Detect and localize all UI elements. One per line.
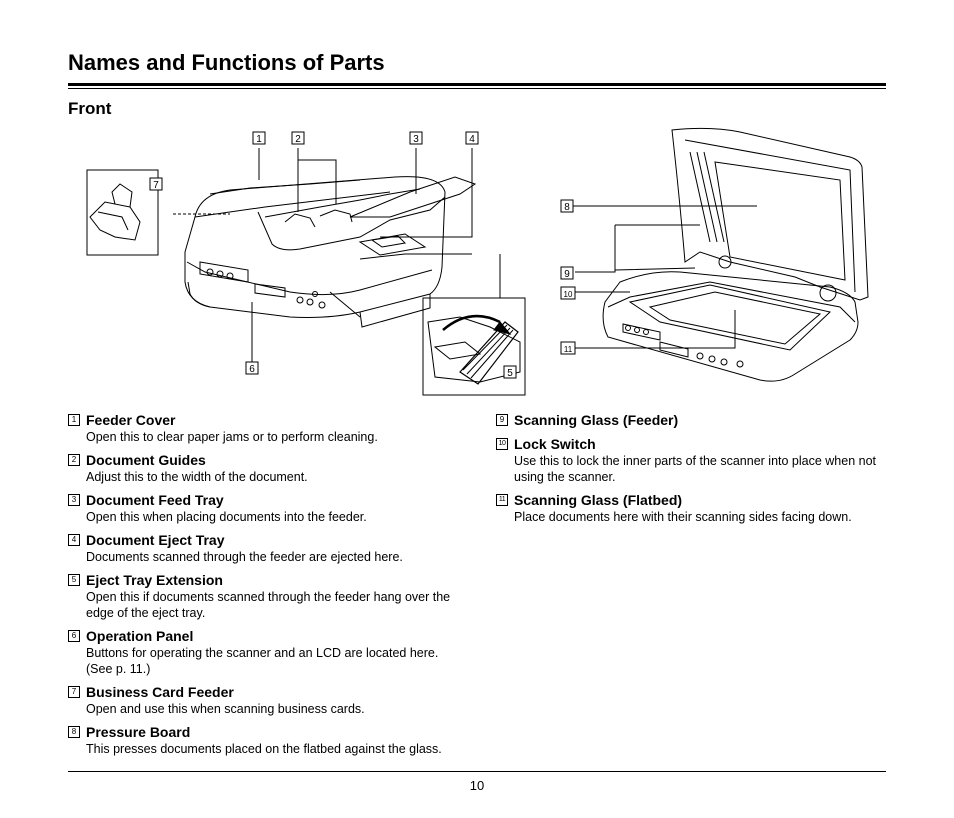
part-number: 8 bbox=[68, 725, 80, 738]
svg-text:2: 2 bbox=[295, 134, 301, 145]
title-rule-thin bbox=[68, 88, 886, 89]
callout-10: 10 bbox=[560, 286, 576, 300]
svg-text:11: 11 bbox=[564, 345, 573, 354]
callout-2: 2 bbox=[291, 131, 305, 145]
callout-4: 4 bbox=[465, 131, 479, 145]
page-title: Names and Functions of Parts bbox=[68, 50, 385, 75]
part-number: 5 bbox=[68, 573, 80, 586]
part-title: Document Guides bbox=[86, 451, 206, 468]
part-number: 11 bbox=[496, 493, 508, 506]
svg-text:1: 1 bbox=[256, 134, 262, 145]
callout-1: 1 bbox=[252, 131, 266, 145]
inset-business-card-feeder bbox=[86, 169, 159, 256]
part-number: 6 bbox=[68, 629, 80, 642]
svg-text:8: 8 bbox=[564, 202, 570, 213]
part-item-7: 7 Business Card Feeder Open and use this … bbox=[68, 682, 468, 717]
part-item-10: 10 Lock Switch Use this to lock the inner… bbox=[496, 434, 888, 485]
part-title: Lock Switch bbox=[514, 435, 596, 452]
part-description: Use this to lock the inner parts of the … bbox=[514, 454, 877, 484]
part-item-2: 2 Document Guides Adjust this to the widt… bbox=[68, 450, 468, 485]
part-description: Adjust this to the width of the document… bbox=[86, 470, 308, 484]
svg-text:7: 7 bbox=[153, 180, 159, 191]
part-title: Document Eject Tray bbox=[86, 531, 225, 548]
part-item-8: 8 Pressure Board This presses documents p… bbox=[68, 722, 468, 757]
callout-7: 7 bbox=[149, 177, 163, 191]
part-number: 2 bbox=[68, 453, 80, 466]
svg-text:9: 9 bbox=[564, 269, 570, 280]
part-title: Operation Panel bbox=[86, 627, 194, 644]
callout-11: 11 bbox=[560, 341, 576, 355]
scanner-closed-drawing bbox=[184, 176, 477, 328]
part-description: Buttons for operating the scanner and an… bbox=[86, 646, 439, 676]
callout-labels: 1 2 3 4 5 6 7 8 9 10 11 bbox=[149, 131, 576, 379]
part-item-3: 3 Document Feed Tray Open this when placi… bbox=[68, 490, 468, 525]
part-item-4: 4 Document Eject Tray Documents scanned t… bbox=[68, 530, 468, 565]
part-title: Feeder Cover bbox=[86, 411, 176, 428]
part-description: This presses documents placed on the fla… bbox=[86, 742, 442, 756]
part-number: 10 bbox=[496, 437, 508, 450]
part-item-6: 6 Operation Panel Buttons for operating t… bbox=[68, 626, 468, 677]
part-description: Documents scanned through the feeder are… bbox=[86, 550, 403, 564]
part-title: Eject Tray Extension bbox=[86, 571, 223, 588]
part-description: Open and use this when scanning business… bbox=[86, 702, 365, 716]
svg-text:3: 3 bbox=[413, 134, 419, 145]
part-title: Pressure Board bbox=[86, 723, 191, 740]
part-title: Business Card Feeder bbox=[86, 683, 234, 700]
svg-text:5: 5 bbox=[507, 368, 513, 379]
part-item-9: 9 Scanning Glass (Feeder) bbox=[496, 410, 888, 429]
part-description: Place documents here with their scanning… bbox=[514, 510, 852, 524]
inset-eject-tray-extension bbox=[422, 297, 526, 396]
callout-9: 9 bbox=[560, 266, 574, 280]
part-number: 9 bbox=[496, 413, 508, 426]
part-item-11: 11 Scanning Glass (Flatbed) Place documen… bbox=[496, 490, 888, 525]
part-number: 1 bbox=[68, 413, 80, 426]
parts-list-left: 1 Feeder Cover Open this to clear paper j… bbox=[68, 410, 468, 762]
title-rule bbox=[68, 83, 886, 86]
svg-text:10: 10 bbox=[564, 290, 573, 299]
callout-3: 3 bbox=[409, 131, 423, 145]
scanner-illustration: 1 2 3 4 5 6 7 8 9 10 11 bbox=[86, 127, 869, 396]
part-title: Scanning Glass (Feeder) bbox=[514, 411, 679, 428]
part-item-1: 1 Feeder Cover Open this to clear paper j… bbox=[68, 410, 468, 445]
part-number: 3 bbox=[68, 493, 80, 506]
part-number: 4 bbox=[68, 533, 80, 546]
callout-8: 8 bbox=[560, 199, 574, 213]
part-description: Open this to clear paper jams or to perf… bbox=[86, 430, 378, 444]
part-description: Open this when placing documents into th… bbox=[86, 510, 367, 524]
section-heading: Front bbox=[68, 99, 112, 118]
svg-text:4: 4 bbox=[469, 134, 475, 145]
parts-list-right: 9 Scanning Glass (Feeder) 10 Lock Switch U… bbox=[496, 410, 888, 530]
part-number: 7 bbox=[68, 685, 80, 698]
part-title: Document Feed Tray bbox=[86, 491, 224, 508]
callout-6: 6 bbox=[245, 361, 259, 375]
callout-5: 5 bbox=[503, 365, 517, 379]
page-number: 10 bbox=[469, 778, 485, 793]
scanner-open-drawing bbox=[602, 127, 869, 382]
footer-rule bbox=[68, 771, 886, 772]
part-title: Scanning Glass (Flatbed) bbox=[514, 491, 683, 508]
part-item-5: 5 Eject Tray Extension Open this if docum… bbox=[68, 570, 468, 621]
part-description: Open this if documents scanned through t… bbox=[86, 590, 451, 620]
svg-text:6: 6 bbox=[249, 364, 255, 375]
